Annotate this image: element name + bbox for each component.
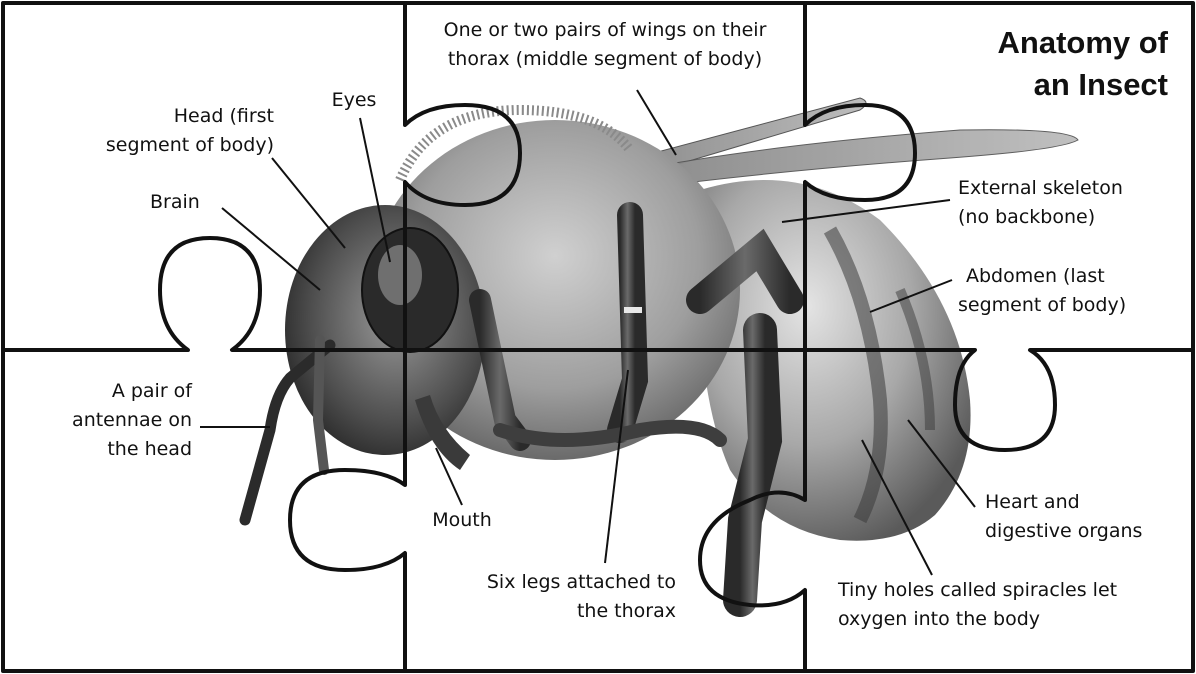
label-skeleton-line-1: External skeleton xyxy=(958,174,1178,203)
label-brain: Brain xyxy=(150,188,230,217)
label-brain-text: Brain xyxy=(150,188,230,217)
label-antennae-line-2: antennae on xyxy=(20,406,192,435)
label-abdomen-line-2: segment of body) xyxy=(958,291,1188,320)
label-heart: Heart and digestive organs xyxy=(985,488,1185,546)
leader-brain xyxy=(222,208,320,290)
label-mouth: Mouth xyxy=(414,506,510,535)
label-antennae: A pair of antennae on the head xyxy=(20,377,192,464)
label-abdomen-line-1: Abdomen (last xyxy=(958,262,1188,291)
label-heart-line-2: digestive organs xyxy=(985,517,1185,546)
label-head-line-1: Head (first xyxy=(40,102,274,131)
title-line-1: Anatomy of xyxy=(900,22,1168,64)
diagram-title: Anatomy of an Insect xyxy=(900,22,1168,106)
leader-head xyxy=(272,158,345,248)
label-skeleton: External skeleton (no backbone) xyxy=(958,174,1178,232)
label-legs-line-1: Six legs attached to xyxy=(440,568,676,597)
middle-leg xyxy=(620,215,635,430)
label-antennae-line-3: the head xyxy=(20,435,192,464)
label-antennae-line-1: A pair of xyxy=(20,377,192,406)
label-spiracles-line-2: oxygen into the body xyxy=(838,605,1178,634)
label-wings: One or two pairs of wings on their thora… xyxy=(405,16,805,74)
label-skeleton-line-2: (no backbone) xyxy=(958,203,1178,232)
label-spiracles-line-1: Tiny holes called spiracles let xyxy=(838,576,1178,605)
label-legs: Six legs attached to the thorax xyxy=(440,568,676,626)
label-head-line-2: segment of body) xyxy=(40,131,274,160)
label-mouth-text: Mouth xyxy=(414,506,510,535)
title-line-2: an Insect xyxy=(900,64,1168,106)
label-spiracles: Tiny holes called spiracles let oxygen i… xyxy=(838,576,1178,634)
label-wings-line-2: thorax (middle segment of body) xyxy=(405,45,805,74)
label-eyes: Eyes xyxy=(318,86,390,115)
label-legs-line-2: the thorax xyxy=(440,597,676,626)
label-eyes-text: Eyes xyxy=(318,86,390,115)
antenna-2 xyxy=(318,340,324,470)
label-heart-line-1: Heart and xyxy=(985,488,1185,517)
label-abdomen: Abdomen (last segment of body) xyxy=(958,262,1188,320)
label-head: Head (first segment of body) xyxy=(40,102,274,160)
label-wings-line-1: One or two pairs of wings on their xyxy=(405,16,805,45)
